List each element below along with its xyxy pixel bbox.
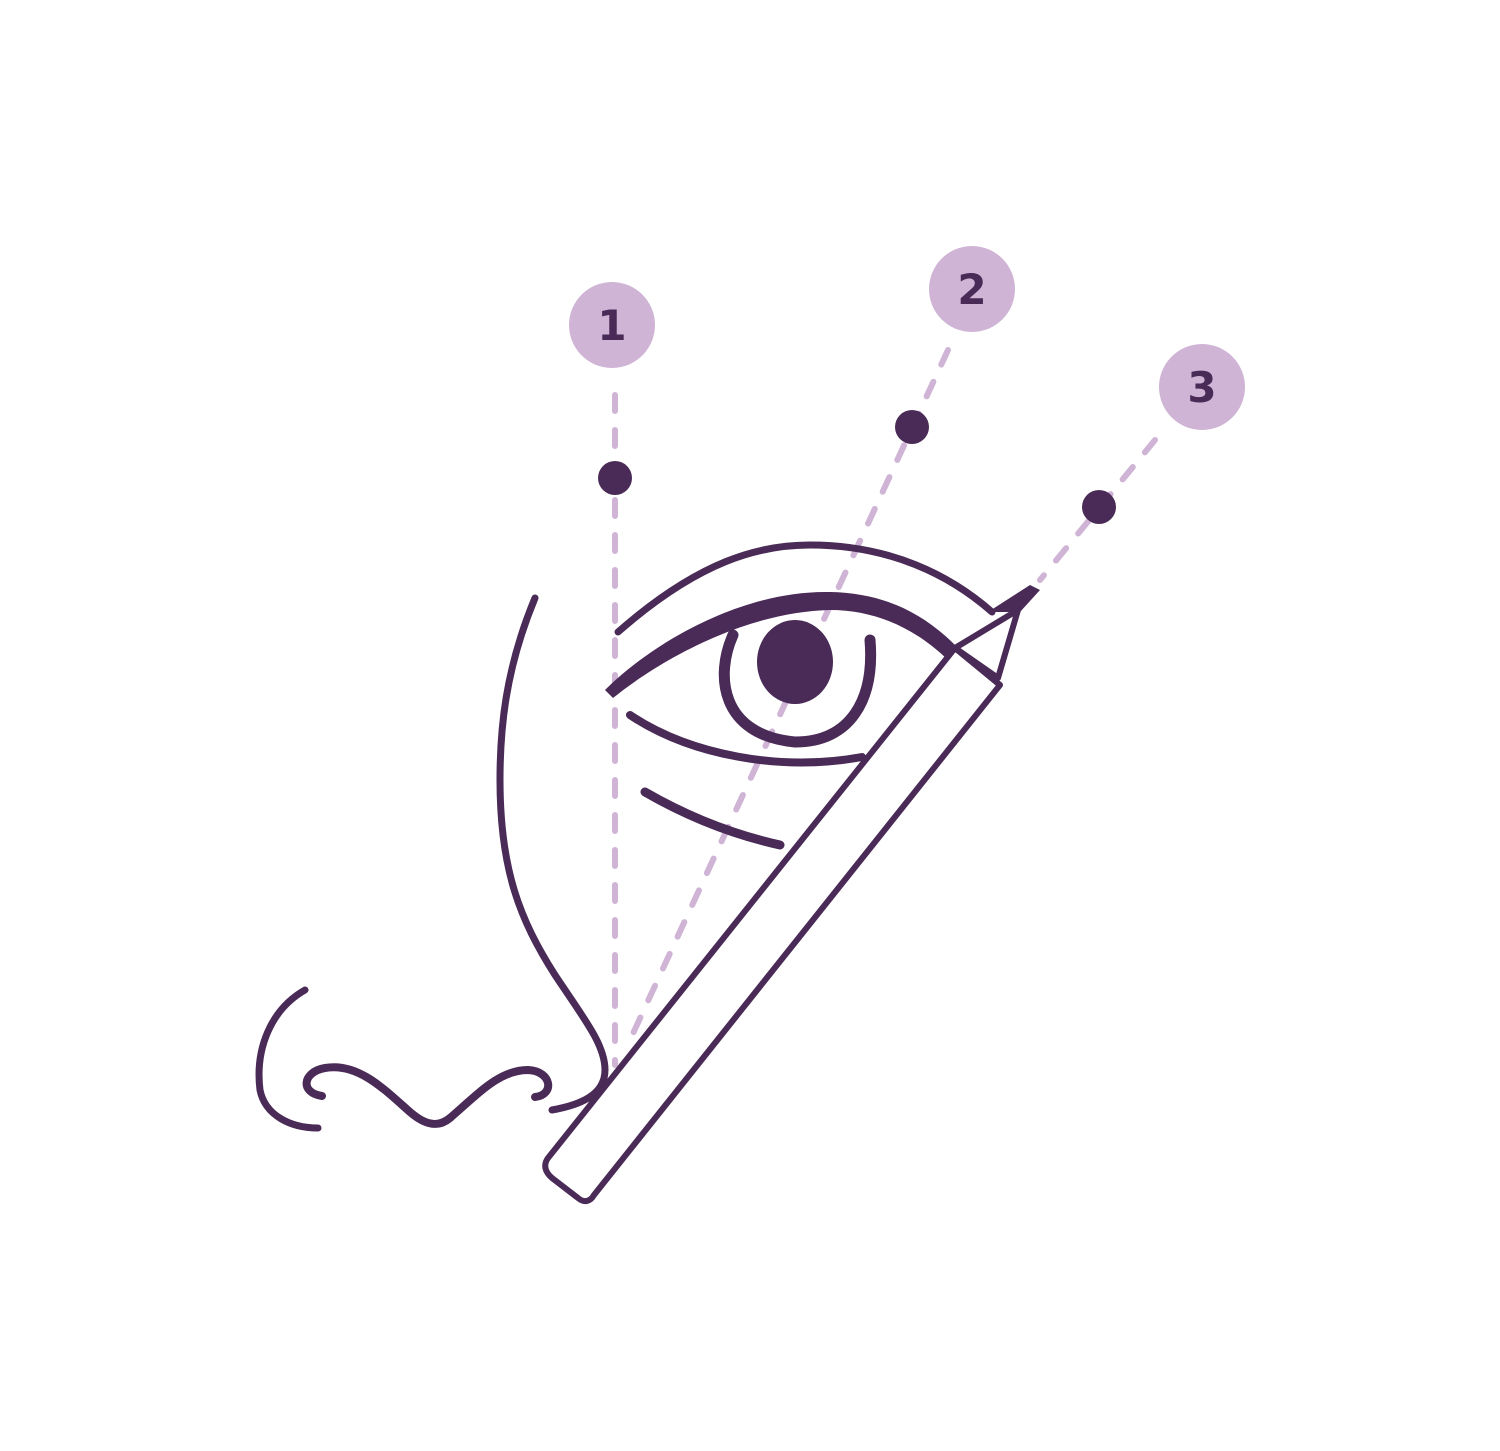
brow-points bbox=[598, 410, 1116, 524]
guide-line-2 bbox=[627, 347, 951, 1043]
nose-icon bbox=[255, 594, 609, 1132]
brow-point-1 bbox=[598, 461, 632, 495]
nose-bridge-line bbox=[496, 594, 609, 1114]
pupil bbox=[757, 620, 833, 704]
guide-lines bbox=[612, 347, 1158, 1068]
pencil-body bbox=[542, 645, 1003, 1205]
step-marker-2-badge bbox=[929, 246, 1015, 332]
step-markers: 1 2 3 bbox=[569, 246, 1245, 430]
pencil-wood-tip bbox=[952, 607, 1021, 681]
step-marker-3: 3 bbox=[1159, 344, 1245, 430]
guide-line-3 bbox=[1037, 437, 1158, 583]
brow-point-2 bbox=[895, 410, 929, 444]
step-marker-2: 2 bbox=[929, 246, 1015, 332]
eyelid-crease bbox=[614, 541, 996, 636]
nostril-wing bbox=[302, 1063, 553, 1128]
nostril-left-curve bbox=[255, 986, 322, 1132]
step-marker-3-badge bbox=[1159, 344, 1245, 430]
eyebrow-pencil-icon bbox=[542, 585, 1040, 1205]
under-eye-line bbox=[640, 787, 785, 850]
step-marker-1-badge bbox=[569, 282, 655, 368]
pencil-lead bbox=[988, 585, 1040, 612]
brow-point-3 bbox=[1082, 490, 1116, 524]
step-marker-3-label: 3 bbox=[1187, 363, 1216, 412]
step-marker-1: 1 bbox=[569, 282, 655, 368]
lower-lid-line bbox=[626, 711, 866, 767]
eye-icon bbox=[605, 541, 996, 850]
step-marker-1-label: 1 bbox=[597, 301, 626, 350]
iris bbox=[718, 629, 877, 748]
upper-lash-line bbox=[605, 591, 955, 698]
step-marker-2-label: 2 bbox=[957, 265, 986, 314]
